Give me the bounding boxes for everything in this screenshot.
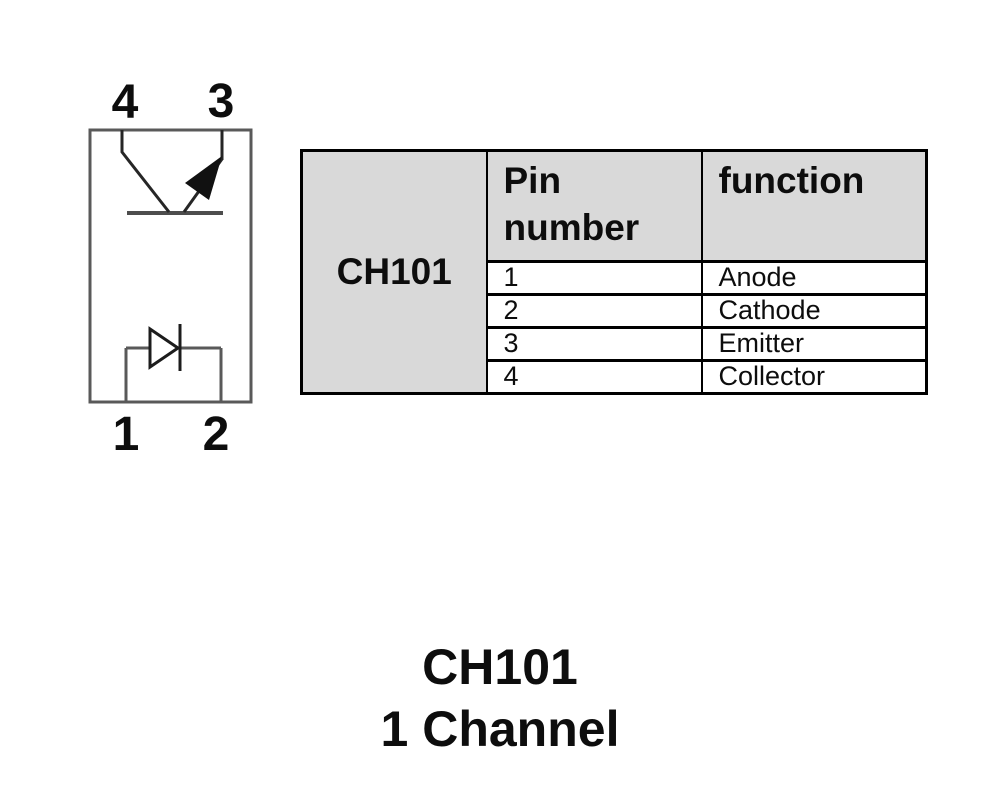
pin-number-header: Pin number [485,149,703,263]
pin-label-4: 4 [112,76,139,129]
pin-function-cell: Collector [700,359,928,395]
package-outline [88,128,253,404]
caption-channel-count: 1 Channel [380,701,620,757]
device-name-cell: CH101 [300,149,488,395]
pin-label-2: 2 [203,408,230,461]
pin-function-cell: Cathode [700,293,928,329]
phototransistor-symbol [120,130,224,215]
table-row: 1 Anode [302,260,928,296]
led-symbol [124,324,223,401]
emitter-arrow-icon [185,156,222,200]
table-row: 2 Cathode [302,293,928,329]
collector-lead [120,130,171,213]
optocoupler-schematic: 4 3 1 2 [88,75,253,461]
table-row: 4 Collector [302,359,928,395]
pin-number-cell: 2 [485,293,703,329]
caption-device-name: CH101 [422,639,578,695]
pin-function-cell: Emitter [700,326,928,362]
pin-number-cell: 3 [485,326,703,362]
pin-function-table: CH101 Pin number function 1 Anode 2 Cath… [300,149,928,395]
pin-function-cell: Anode [700,260,928,296]
pin-label-1: 1 [113,408,140,461]
function-header: function [700,149,928,263]
figure-caption: CH101 1 Channel [0,636,1000,760]
table-row: 3 Emitter [302,326,928,362]
pin-number-cell: 1 [485,260,703,296]
pin-number-cell: 4 [485,359,703,395]
diode-triangle-icon [148,326,181,370]
pin-label-3: 3 [208,75,235,128]
